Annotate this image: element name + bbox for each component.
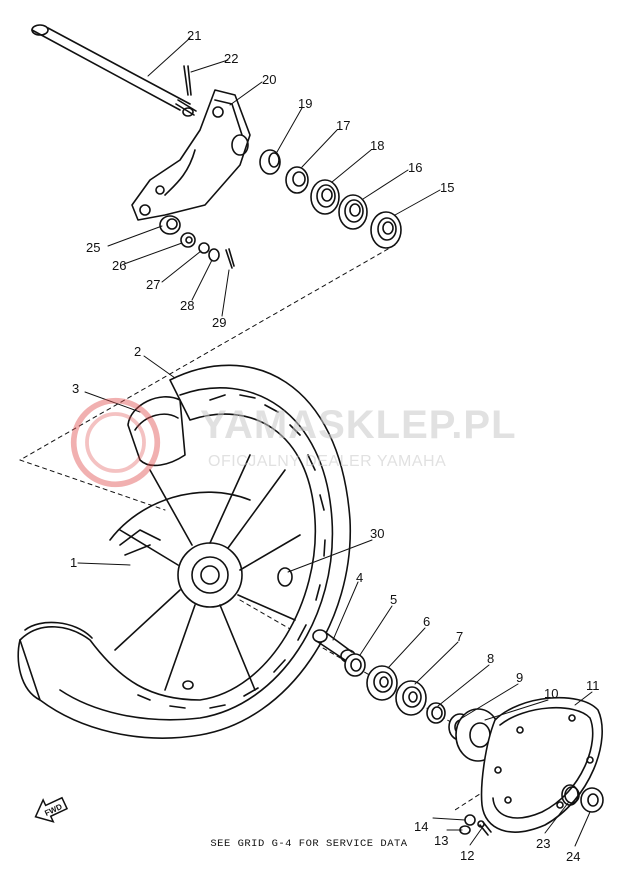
- callout-24: 24: [566, 849, 580, 864]
- callout-25: 25: [86, 240, 100, 255]
- bearing-16: [338, 194, 368, 230]
- gear-5: [344, 653, 366, 677]
- washer-26: [180, 232, 196, 248]
- callout-7: 7: [456, 629, 463, 644]
- axle: [31, 24, 197, 117]
- cotter-pin: [183, 65, 192, 96]
- dust-cover-23: [564, 786, 580, 804]
- service-note: SEE GRID G-4 FOR SERVICE DATA: [210, 838, 408, 850]
- bearing-7: [395, 680, 427, 716]
- callout-23: 23: [536, 836, 550, 851]
- callout-1: 1: [70, 555, 77, 570]
- callout-9: 9: [516, 670, 523, 685]
- forward-arrow-icon: FWD: [34, 796, 69, 823]
- callout-22: 22: [224, 51, 238, 66]
- callout-8: 8: [487, 651, 494, 666]
- bearing-15: [370, 211, 402, 249]
- callout-11: 11: [586, 678, 600, 693]
- callout-21: 21: [187, 28, 201, 43]
- callout-26: 26: [112, 258, 126, 273]
- nut-14: [464, 814, 476, 826]
- callout-15: 15: [440, 180, 454, 195]
- collar-25: [159, 215, 181, 235]
- oil-seal-17: [285, 166, 309, 194]
- callout-5: 5: [390, 592, 397, 607]
- bearing-6: [366, 665, 398, 701]
- torque-bracket: [131, 89, 251, 221]
- callout-6: 6: [423, 614, 430, 629]
- callout-10: 10: [544, 686, 558, 701]
- bearing-spacer-19: [259, 149, 281, 175]
- callout-28: 28: [180, 298, 194, 313]
- callout-27: 27: [146, 277, 160, 292]
- tire: [17, 364, 351, 739]
- callout-29: 29: [212, 315, 226, 330]
- axle-nut-24: [580, 787, 604, 813]
- callout-4: 4: [356, 570, 363, 585]
- callout-13: 13: [434, 833, 448, 848]
- bolt-12: [477, 820, 492, 836]
- nut-28: [208, 248, 220, 262]
- brake-shoe-plate-11: [480, 696, 603, 833]
- callout-20: 20: [262, 72, 276, 87]
- callout-3: 3: [72, 381, 79, 396]
- callout-30: 30: [370, 526, 384, 541]
- spacer-8: [426, 702, 446, 724]
- callout-18: 18: [370, 138, 384, 153]
- wheel: [109, 454, 301, 691]
- callout-14: 14: [414, 819, 428, 834]
- cotter-pin-29: [225, 248, 235, 269]
- leader-lines: [77, 37, 593, 847]
- callout-19: 19: [298, 96, 312, 111]
- callout-2: 2: [134, 344, 141, 359]
- callout-17: 17: [336, 118, 350, 133]
- callout-12: 12: [460, 848, 474, 863]
- rim-tube: [127, 396, 186, 467]
- callout-16: 16: [408, 160, 422, 175]
- bearing-18: [310, 179, 340, 215]
- lock-washer-27: [198, 242, 210, 254]
